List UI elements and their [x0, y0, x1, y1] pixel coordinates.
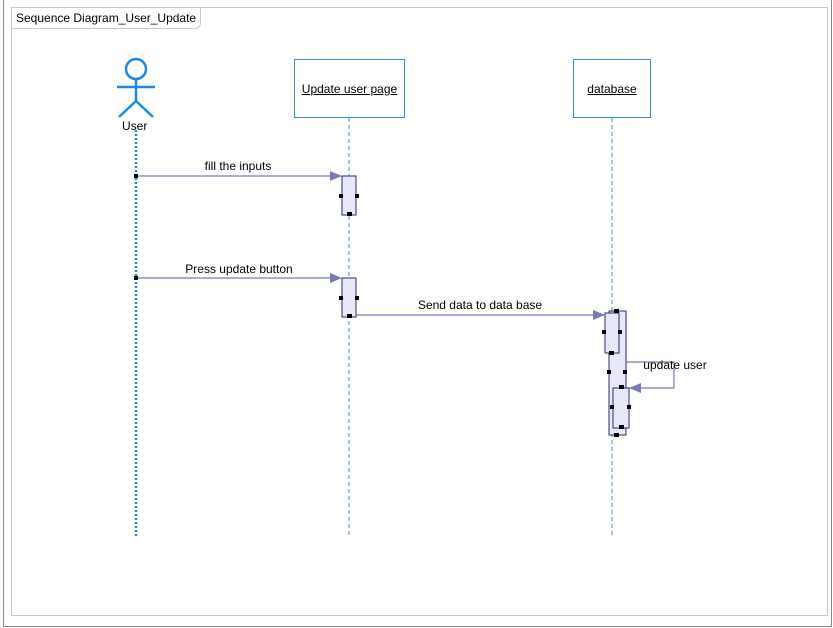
- activation-bar-2[interactable]: [341, 277, 357, 318]
- activation-handle: [339, 296, 343, 300]
- activation-handle: [614, 309, 619, 313]
- diagram-title[interactable]: Sequence Diagram_User_Update: [11, 7, 202, 29]
- activation-handle: [347, 212, 352, 216]
- activation-bar-1[interactable]: [341, 175, 357, 216]
- message-label-send-data[interactable]: Send data to data base: [417, 298, 543, 312]
- activation-handle: [610, 405, 614, 409]
- message-label-press-update[interactable]: Press update button: [185, 262, 293, 276]
- activation-handle: [618, 330, 622, 334]
- message-label-update-user[interactable]: update user: [643, 358, 707, 372]
- activation-handle: [607, 370, 611, 374]
- diagram-frame[interactable]: [11, 7, 828, 616]
- database-lifeline-box[interactable]: database: [573, 59, 651, 118]
- activation-handle: [619, 385, 624, 389]
- activation-handle: [339, 194, 343, 198]
- message-start-handle: [134, 174, 138, 178]
- canvas-border: [3, 0, 832, 627]
- actor-left-leg: [118, 100, 137, 118]
- user-actor-figure[interactable]: [117, 57, 155, 118]
- actor-right-leg: [135, 100, 154, 118]
- actor-head: [124, 57, 148, 81]
- activation-handle: [609, 351, 614, 355]
- update-user-page-label: Update user page: [301, 81, 398, 96]
- activation-handle: [355, 194, 359, 198]
- database-activation-bar-nested[interactable]: [604, 312, 620, 354]
- message-update-user-self-arrow[interactable]: [626, 361, 675, 393]
- activation-handle: [619, 425, 624, 429]
- activation-handle: [623, 370, 627, 374]
- database-label: database: [587, 81, 637, 96]
- activation-handle: [627, 405, 631, 409]
- update-user-page-lifeline-box[interactable]: Update user page: [294, 59, 405, 118]
- message-label-fill-inputs[interactable]: fill the inputs: [204, 159, 272, 173]
- message-start-handle: [134, 276, 138, 280]
- activation-handle: [355, 296, 359, 300]
- user-actor-label: User: [122, 119, 148, 133]
- activation-handle: [347, 314, 352, 318]
- self-call-activation-bar[interactable]: [612, 387, 630, 429]
- activation-handle: [602, 330, 606, 334]
- activation-handle: [614, 433, 619, 437]
